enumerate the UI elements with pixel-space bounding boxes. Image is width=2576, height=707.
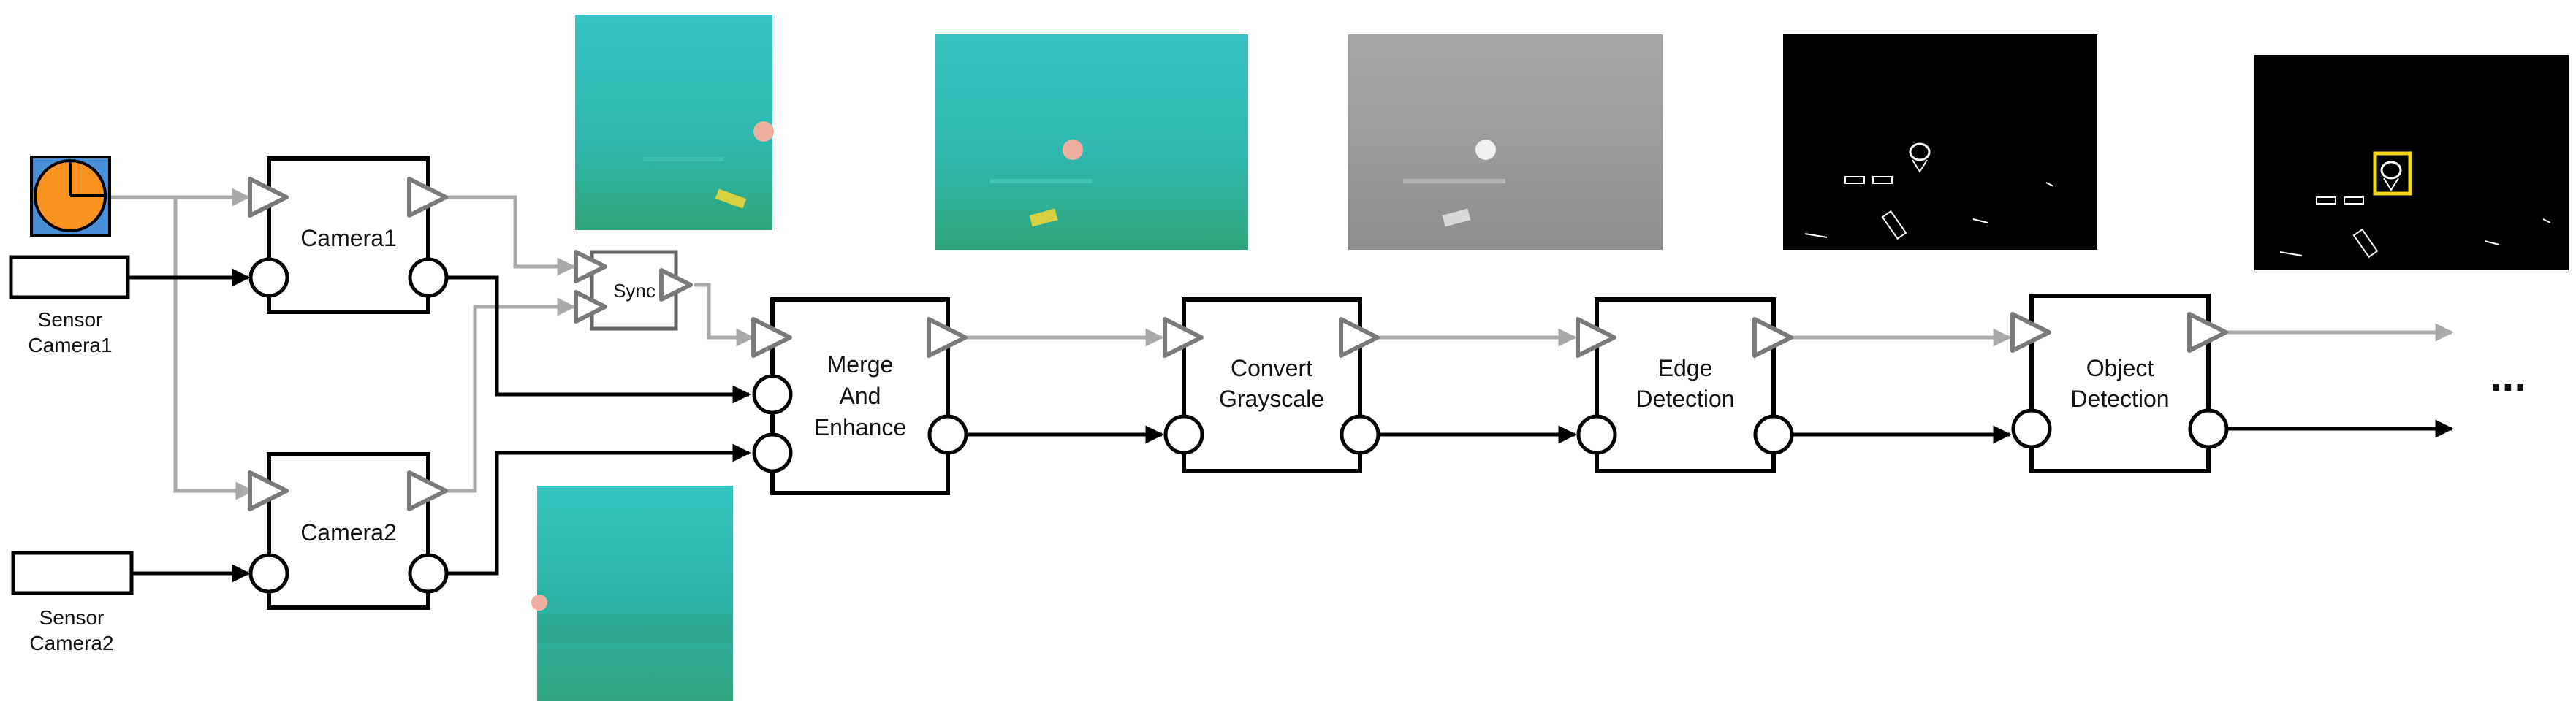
convert-data-out-port (1339, 317, 1380, 358)
object-ctrl-out-port (2188, 408, 2229, 449)
edge-detection-node: Edge Detection (1576, 297, 1794, 473)
sensor-camera1-label-line2: Camera1 (28, 334, 112, 356)
edge-label-line1: Edge (1658, 355, 1713, 381)
sensor-camera1: Sensor Camera1 (9, 255, 130, 356)
camera2-ctrl-out-port (408, 553, 449, 594)
edge-data-out-port (1752, 317, 1793, 358)
object-label-line1: Object (2086, 355, 2154, 381)
detection-bounding-box (2373, 151, 2412, 196)
object-data-out-port (2187, 312, 2228, 353)
camera2-data-in-port (248, 470, 289, 511)
sensor-camera1-label-line1: Sensor (38, 308, 103, 331)
merge-label-line1: Merge (827, 351, 894, 378)
convert-grayscale-node: Convert Grayscale (1163, 297, 1380, 473)
edge-data-in-port (1576, 317, 1616, 358)
convert-ctrl-out-port (1340, 414, 1380, 455)
camera1-ctrl-in-port (248, 257, 289, 298)
merged-frame-thumbnail (935, 34, 1248, 250)
merge-ctrl-in-port-1 (752, 374, 793, 415)
convert-ctrl-in-port (1163, 414, 1204, 455)
camera1-data-in-port (248, 177, 289, 218)
grayscale-frame-thumbnail (1348, 34, 1663, 250)
merge-data-in-port (751, 317, 792, 358)
continuation-ellipsis: ... (2490, 351, 2526, 400)
edge-frame-thumbnail (1783, 34, 2097, 250)
convert-label-line1: Convert (1231, 355, 1312, 381)
sensor-camera2-label-line1: Sensor (39, 606, 105, 629)
merge-data-out-port (927, 317, 968, 358)
camera1-label: Camera1 (300, 225, 397, 251)
edge-ctrl-in-port (1576, 414, 1617, 455)
object-detection-node: Object Detection (2010, 294, 2229, 473)
sensor-camera2-label-line2: Camera2 (29, 632, 113, 654)
sync-data-in-port-1 (574, 250, 607, 283)
camera1-node: Camera1 (248, 156, 449, 314)
object-data-in-port (2010, 312, 2051, 353)
sync-data-out-port (659, 268, 693, 302)
edge-label-line2: Detection (1635, 386, 1734, 412)
camera1-frame-thumbnail (575, 15, 774, 230)
camera2-frame-thumbnail (531, 486, 733, 701)
object-frame-thumbnail (2254, 55, 2569, 270)
data-flow-lines (110, 188, 2454, 500)
camera1-data-out-port (407, 177, 448, 218)
object-ctrl-in-port (2011, 408, 2052, 449)
clock-source-icon (30, 156, 111, 237)
merge-ctrl-out-port (927, 414, 968, 455)
object-label-line2: Detection (2070, 386, 2169, 412)
merge-label-line3: Enhance (814, 414, 906, 440)
edge-ctrl-out-port (1753, 414, 1794, 455)
camera2-node: Camera2 (248, 452, 449, 610)
convert-label-line2: Grayscale (1219, 386, 1324, 412)
sync-data-in-port-2 (574, 290, 607, 324)
control-flow-lines (128, 268, 2454, 583)
convert-data-in-port (1163, 317, 1204, 358)
camera2-label: Camera2 (300, 519, 397, 546)
sync-node: Sync (574, 250, 693, 331)
camera1-ctrl-out-port (408, 257, 449, 298)
merge-label-line2: And (840, 383, 881, 409)
merge-ctrl-in-port-2 (752, 432, 793, 473)
sync-label: Sync (613, 280, 656, 302)
sensor-camera2: Sensor Camera2 (11, 551, 134, 654)
camera2-data-out-port (407, 470, 448, 511)
merge-enhance-node: Merge And Enhance (751, 297, 968, 495)
camera2-ctrl-in-port (248, 553, 289, 594)
